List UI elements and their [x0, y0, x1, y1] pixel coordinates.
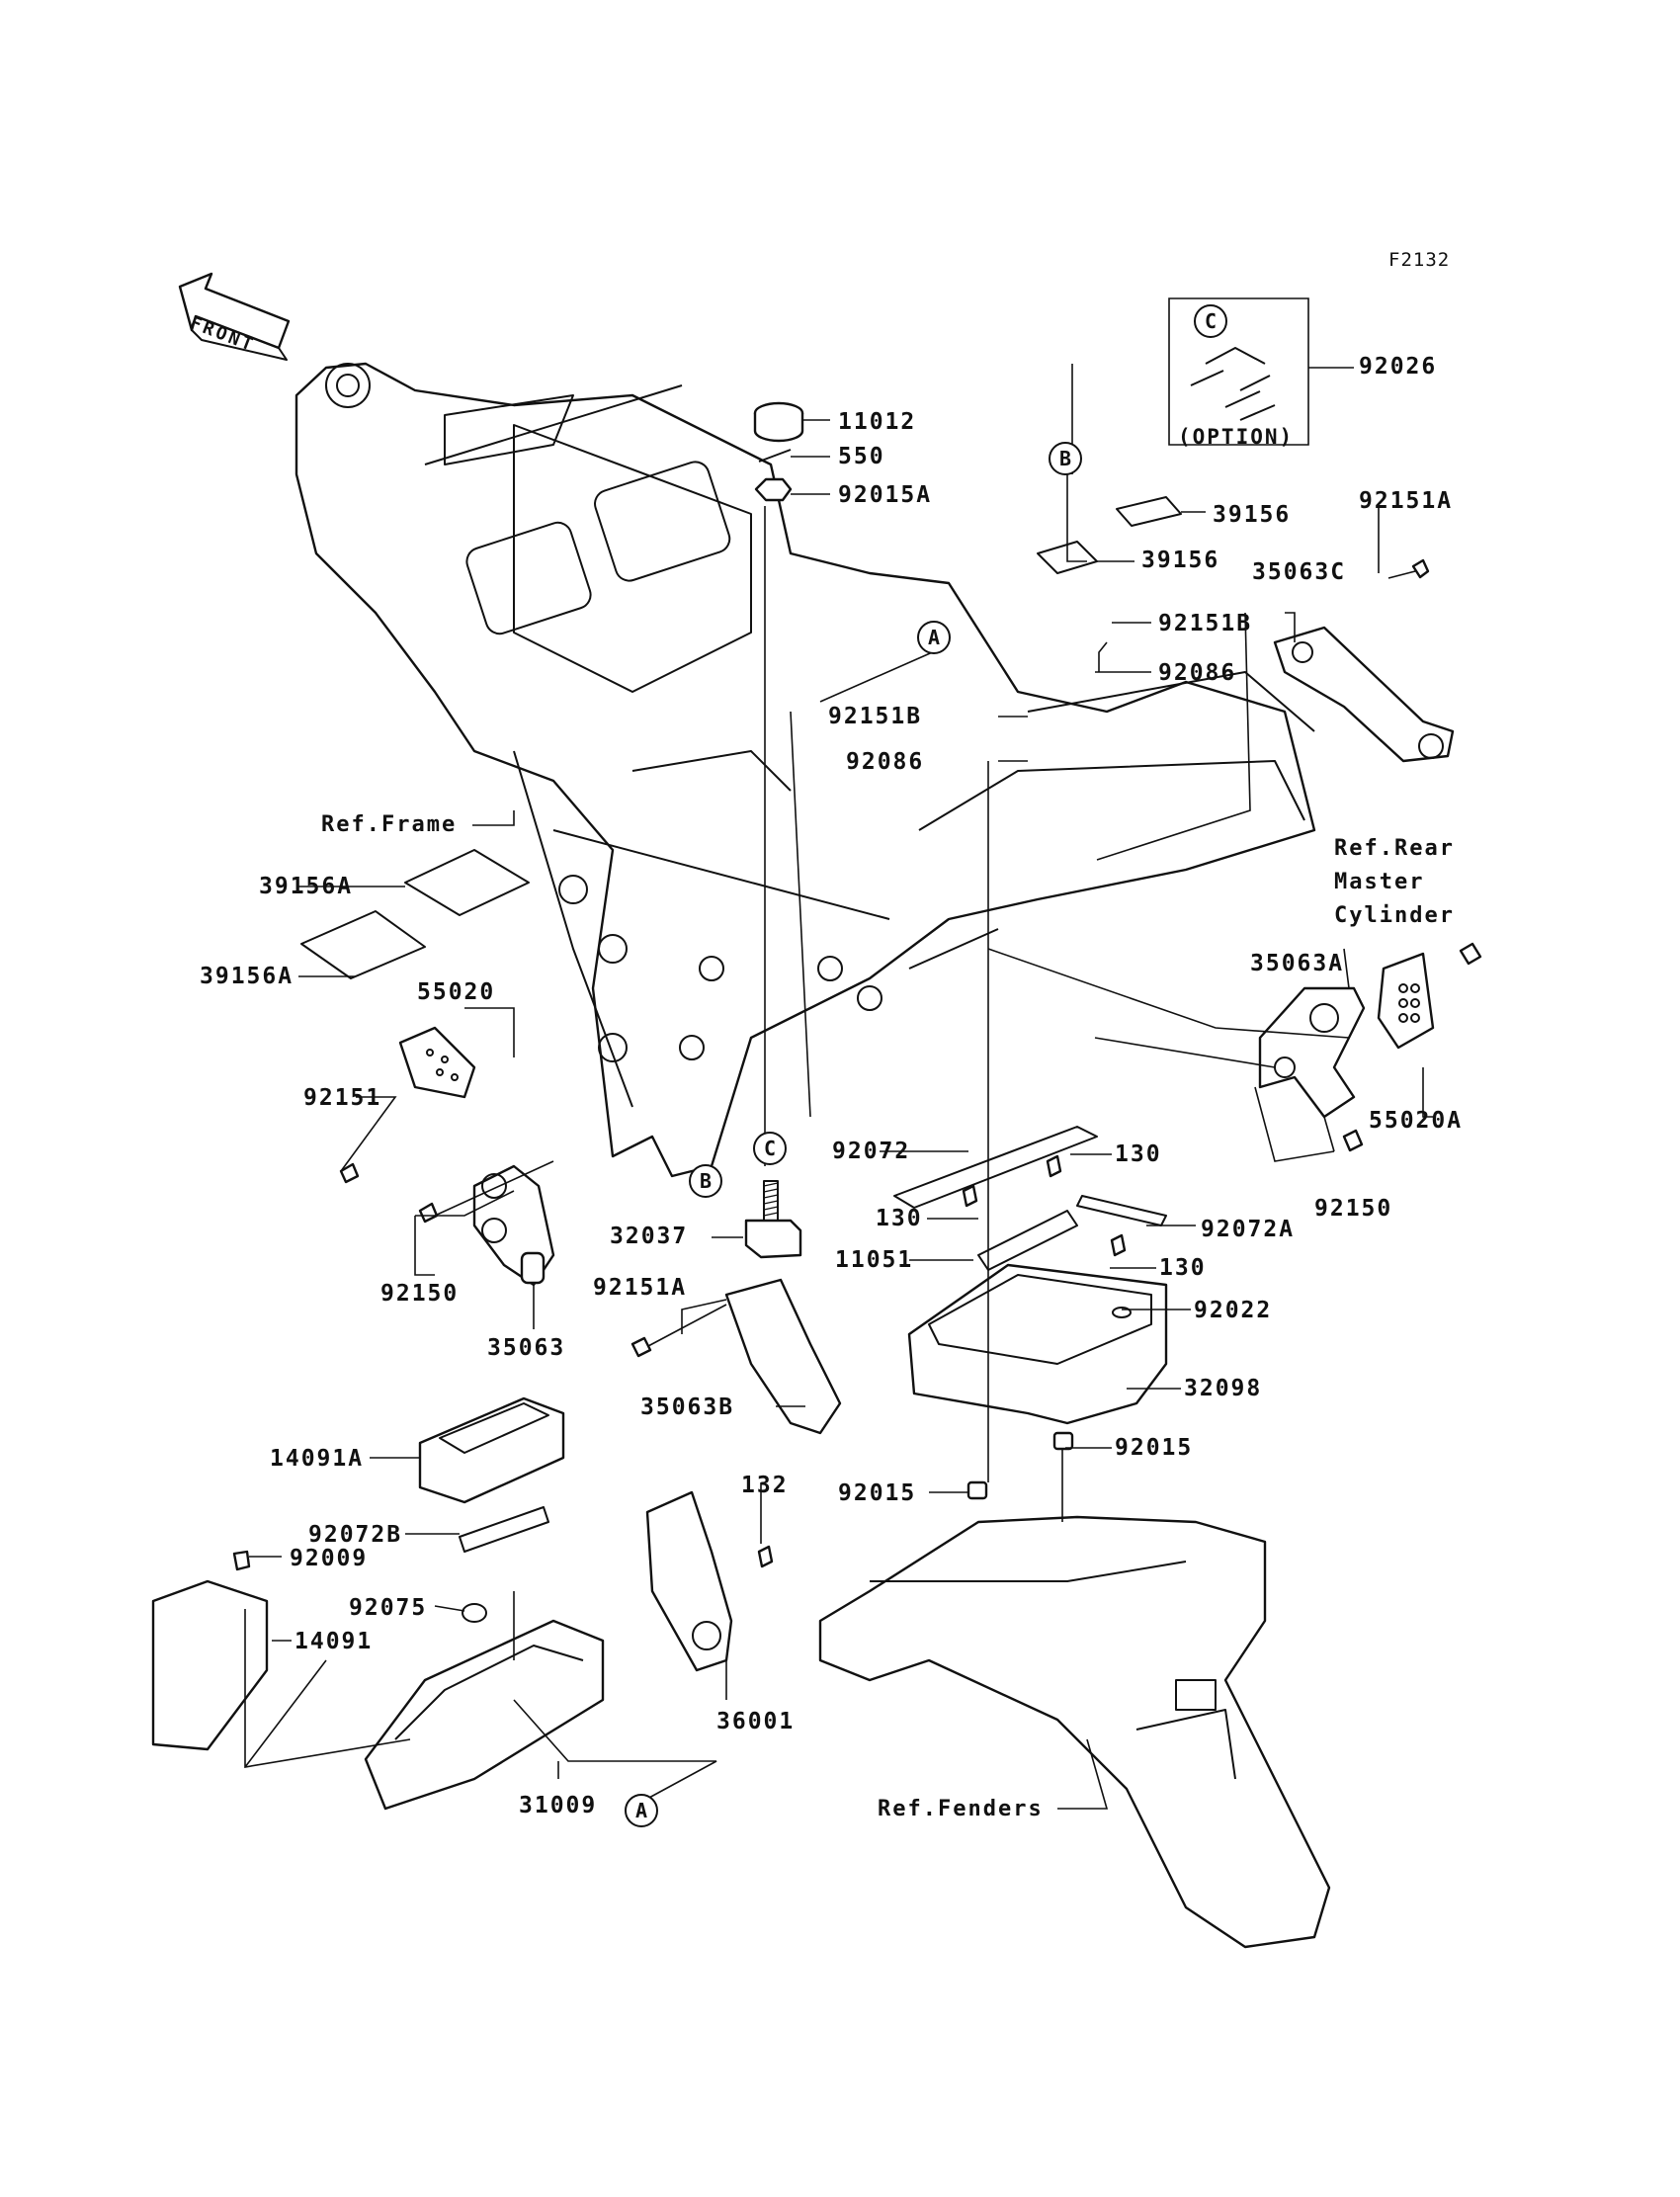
bracket-35063b	[630, 1278, 842, 1435]
callout-31009: 31009	[519, 1793, 598, 1818]
spring-32037	[744, 1180, 802, 1259]
callout-35063b: 35063B	[640, 1394, 735, 1420]
callout-ref-fenders: Ref.Fenders	[878, 1797, 1044, 1821]
callout-36001: 36001	[716, 1709, 796, 1734]
callout-35063a: 35063A	[1250, 951, 1345, 976]
battery-case-32098	[907, 1154, 1168, 1500]
callout-92151b-right: 92151B	[1158, 611, 1253, 636]
callout-92150-left: 92150	[380, 1281, 460, 1307]
parts-top-center	[753, 401, 804, 502]
callout-92151-left: 92151	[303, 1085, 382, 1111]
marker-c-spring: C	[753, 1132, 787, 1165]
callout-92151b-left: 92151B	[828, 704, 923, 729]
callout-92086-left: 92086	[846, 749, 925, 775]
callout-92075: 92075	[349, 1595, 428, 1621]
holder-14091a	[418, 1396, 565, 1553]
callout-14091a: 14091A	[270, 1446, 365, 1472]
callout-32098: 32098	[1184, 1376, 1263, 1401]
option-shims-drawing	[1190, 347, 1276, 421]
callout-130-top: 130	[1115, 1141, 1162, 1167]
callout-39156-bottom: 39156	[1141, 548, 1220, 573]
callout-92026: 92026	[1359, 354, 1438, 380]
fender-drawing	[818, 1515, 1331, 1949]
bracket-35063	[339, 1026, 555, 1287]
callout-550: 550	[838, 444, 885, 469]
callout-92022: 92022	[1194, 1298, 1273, 1323]
callout-92015-right: 92015	[1115, 1435, 1194, 1461]
front-arrow-icon	[178, 272, 291, 361]
marker-b-frame: B	[689, 1164, 722, 1198]
callout-92151a-top: 92151A	[1359, 488, 1454, 514]
bracket-35063a	[1258, 942, 1482, 1152]
marker-b-pad: B	[1049, 442, 1082, 475]
callout-32037: 32037	[610, 1224, 689, 1249]
callout-92072a: 92072A	[1201, 1217, 1296, 1242]
callout-55020: 55020	[417, 979, 496, 1005]
callout-14091: 14091	[294, 1629, 374, 1654]
frame-drawing	[294, 362, 1316, 1178]
callout-92072: 92072	[832, 1139, 911, 1164]
callout-35063: 35063	[487, 1335, 566, 1361]
callout-92015a: 92015A	[838, 482, 933, 508]
callout-92072b: 92072B	[308, 1522, 403, 1548]
callout-ref-frame: Ref.Frame	[321, 812, 458, 837]
marker-a-frame: A	[917, 621, 951, 654]
callout-35063c: 35063C	[1252, 559, 1347, 585]
callout-39156-top: 39156	[1213, 502, 1292, 528]
pad-39156a-bottom	[300, 910, 426, 979]
callout-39156a-bottom: 39156A	[200, 964, 294, 989]
callout-92009: 92009	[290, 1546, 369, 1571]
callout-92086-right: 92086	[1158, 660, 1237, 686]
callout-130-low: 130	[1159, 1255, 1207, 1281]
cover-14091	[151, 1550, 269, 1751]
callout-55020a: 55020A	[1369, 1108, 1464, 1134]
callout-92150-right: 92150	[1314, 1196, 1393, 1222]
callout-ref-rear-1: Ref.Rear	[1334, 836, 1455, 861]
option-label: (OPTION)	[1178, 425, 1295, 449]
leader-lines	[244, 297, 1433, 1810]
callout-39156a-top: 39156A	[259, 874, 354, 899]
callout-92151a-mid: 92151A	[593, 1275, 688, 1301]
diagram-code: F2132	[1388, 249, 1451, 271]
callout-11051: 11051	[835, 1247, 914, 1273]
callout-130-mid: 130	[876, 1206, 923, 1231]
callout-ref-rear-2: Master	[1334, 870, 1425, 894]
callout-11012: 11012	[838, 409, 917, 435]
callout-132: 132	[741, 1473, 789, 1498]
callout-92015-left: 92015	[838, 1480, 917, 1506]
bracket-35063c	[1273, 558, 1455, 763]
bracket-36001	[645, 1490, 774, 1672]
pad-39156a-top	[404, 849, 530, 916]
tray-31009	[364, 1603, 605, 1811]
callout-ref-rear-3: Cylinder	[1334, 903, 1455, 928]
marker-c-option: C	[1194, 304, 1227, 338]
marker-a-tray: A	[625, 1794, 658, 1827]
